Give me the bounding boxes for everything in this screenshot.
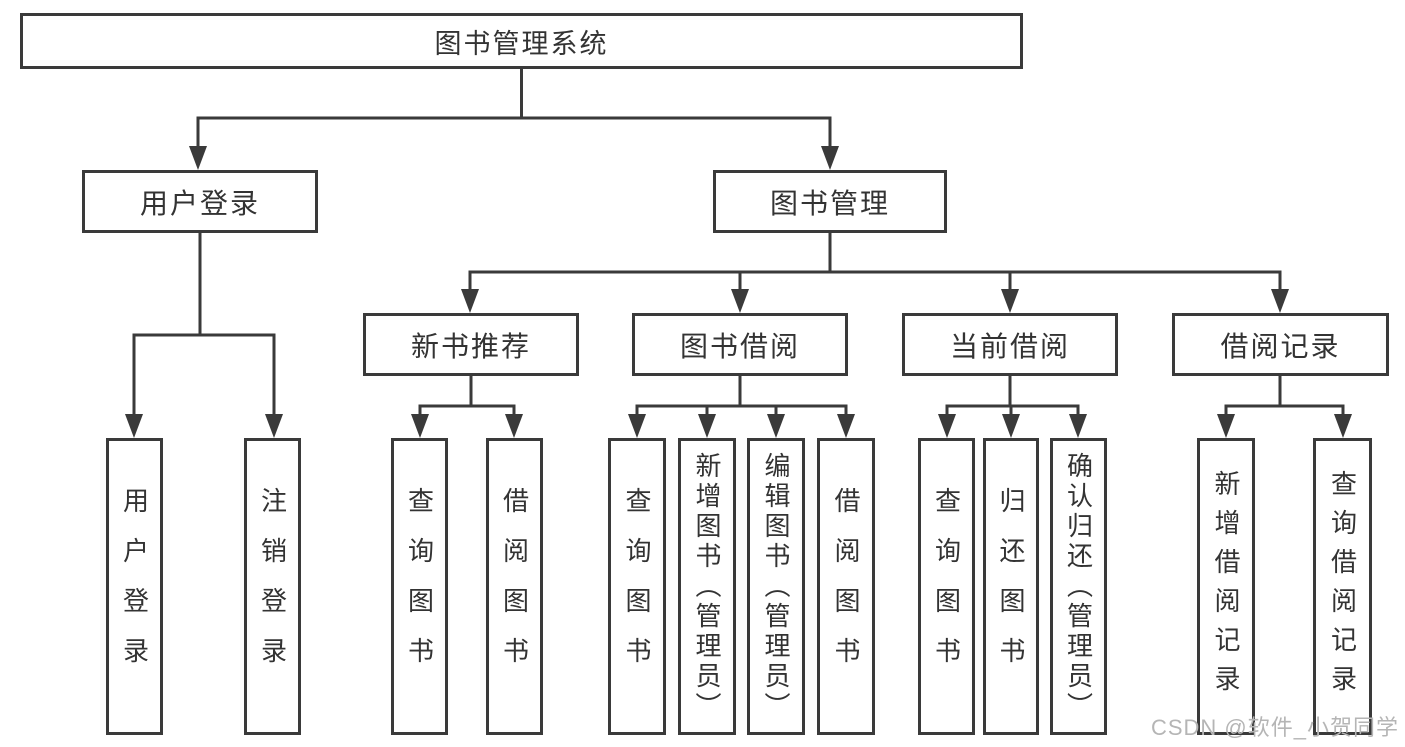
leaf-add-borrow-record: 新增借阅记录 (1197, 438, 1255, 735)
node-book-management: 图书管理 (713, 170, 947, 233)
leaf-query-borrow-record: 查询借阅记录 (1313, 438, 1372, 735)
node-borrowing-records: 借阅记录 (1172, 313, 1389, 376)
leaf-return-book: 归还图书 (983, 438, 1039, 735)
leaf-logout: 注销登录 (244, 438, 301, 735)
csdn-watermark: CSDN @软件_小贺同学 (1150, 715, 1399, 740)
node-user-login: 用户登录 (82, 170, 318, 233)
leaf-edit-book-admin: 编辑图书（管理员） (747, 438, 805, 735)
leaf-add-book-admin: 新增图书（管理员） (678, 438, 736, 735)
node-new-book-recommend: 新书推荐 (363, 313, 579, 376)
node-root-system: 图书管理系统 (20, 13, 1023, 69)
leaf-query-books-borrowing: 查询图书 (608, 438, 666, 735)
leaf-user-login: 用户登录 (106, 438, 163, 735)
leaf-query-books-recommend: 查询图书 (391, 438, 448, 735)
node-book-borrowing: 图书借阅 (632, 313, 848, 376)
leaf-borrow-books-recommend: 借阅图书 (486, 438, 543, 735)
leaf-borrow-books-borrowing: 借阅图书 (817, 438, 875, 735)
leaf-confirm-return-admin: 确认归还（管理员） (1050, 438, 1107, 735)
node-current-borrowing: 当前借阅 (902, 313, 1118, 376)
leaf-query-books-current: 查询图书 (918, 438, 975, 735)
